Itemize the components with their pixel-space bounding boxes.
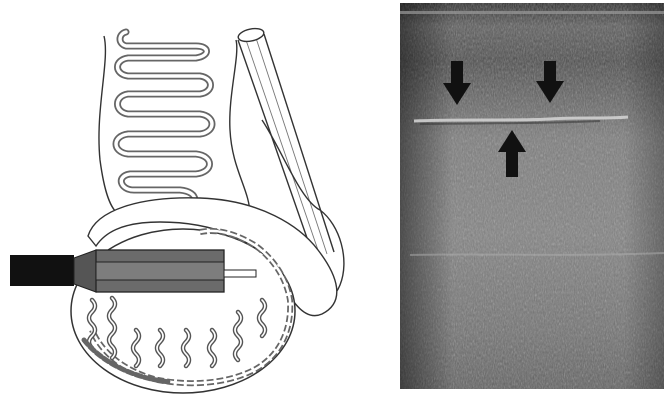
schematic-svg — [0, 0, 380, 394]
ultrasound-probe — [10, 250, 256, 292]
epididymis-coils — [116, 32, 212, 212]
near-field-line — [400, 11, 664, 14]
anatomical-schematic-panel — [0, 0, 380, 394]
ultrasound-svg — [400, 3, 664, 389]
ultrasound-image-panel — [400, 3, 664, 389]
